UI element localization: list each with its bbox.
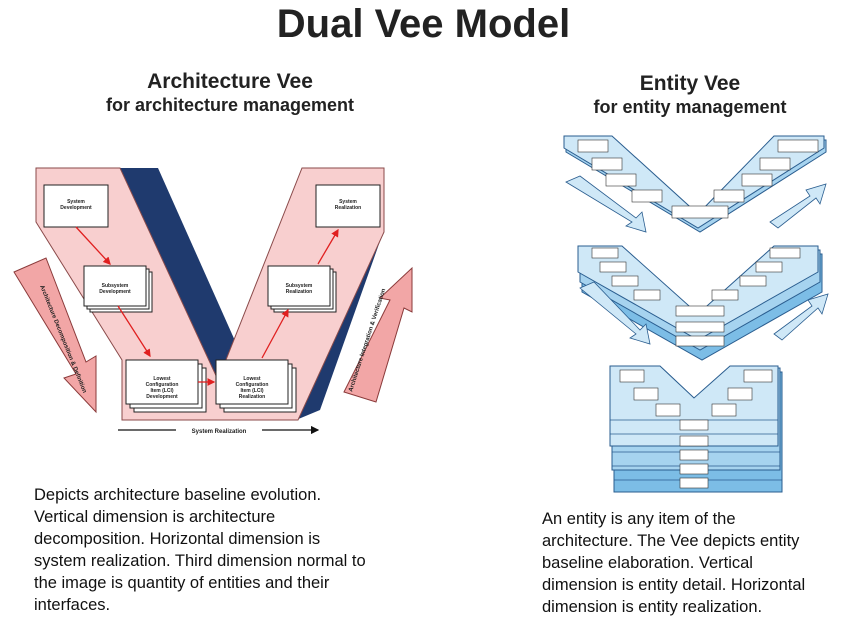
vee-left-shadow: [118, 168, 240, 388]
vee-pink-body: [35, 167, 385, 421]
flow-arrow: [317, 228, 339, 265]
description-line: Depicts architecture baseline evolution.: [34, 486, 322, 504]
integration-arrow: [343, 266, 413, 403]
entity-vee-subtitle: for entity management: [593, 97, 787, 117]
flow-arrow: [117, 305, 151, 358]
architecture-vee-title: Architecture Vee: [147, 70, 313, 93]
flow-arrow: [75, 226, 111, 265]
decomposition-arrow: [13, 257, 97, 414]
entity-vee-description: An entity is any item of the architectur…: [542, 508, 842, 618]
axis-label: System Realization: [192, 429, 247, 435]
flow-arrow: [261, 308, 289, 359]
entity-vee-1: [563, 135, 827, 233]
description-line: architecture. The Vee depicts entity: [542, 532, 800, 550]
architecture-vee-subtitle: for architecture management: [105, 95, 355, 115]
description-line: interfaces.: [34, 596, 111, 614]
architecture-vee-description: Depicts architecture baseline evolution.…: [34, 484, 454, 616]
description-line: dimension is entity realization.: [542, 598, 763, 616]
description-line: system realization. Third dimension norm…: [34, 552, 366, 570]
description-line: Vertical dimension is architecture: [34, 508, 276, 526]
description-line: the image is quantity of entities and th…: [34, 574, 330, 592]
entity-vee-3: [609, 365, 783, 493]
architecture-vee: Architecture Decomposition & Definition …: [13, 167, 413, 435]
description-line: baseline elaboration. Vertical: [542, 554, 753, 572]
entity-vee-2: [577, 245, 829, 361]
entity-vee-title: Entity Vee: [639, 72, 741, 95]
description-line: decomposition. Horizontal dimension is: [34, 530, 321, 548]
architecture-vee-heading: Architecture Vee for architecture manage…: [60, 70, 400, 116]
page-title: Dual Vee Model: [276, 2, 571, 46]
entity-vee-heading: Entity Vee for entity management: [540, 72, 840, 118]
description-line: An entity is any item of the: [542, 510, 736, 528]
description-line: dimension is entity detail. Horizontal: [542, 576, 806, 594]
